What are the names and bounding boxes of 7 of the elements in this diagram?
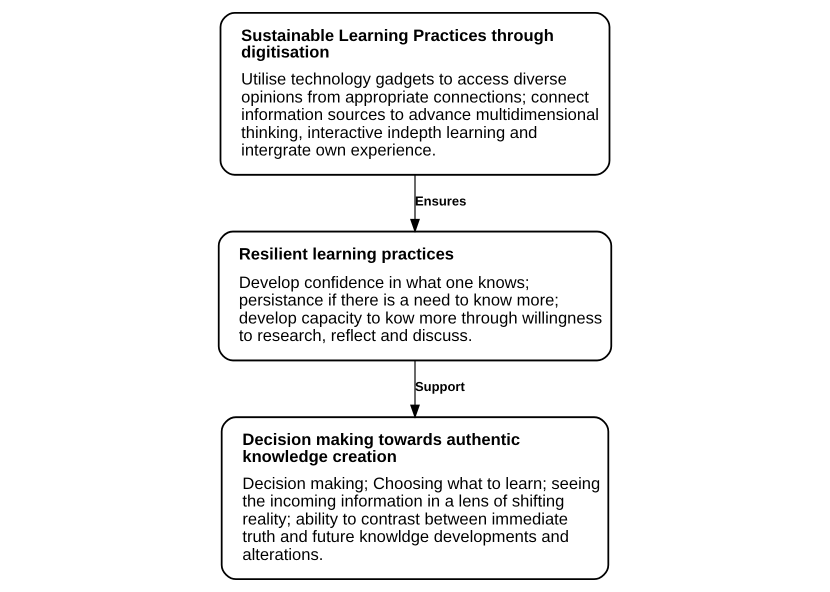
edge-label: Support bbox=[415, 378, 465, 394]
node-box: Decision making towards authentic knowledge creation Decision making; Choosing what to learn; seeing the incoming information in a lens of shifting reality; ability to contrast between immediate truth and future knowldge developments and alterations. bbox=[220, 416, 610, 580]
node-box: Sustainable Learning Practices through digitisation Utilise technology gadgets to access diverse opinions from appropriate connections; connect information sources to advance multidimensional thinking, interactive indepth learning and intergrate own experience. bbox=[220, 12, 610, 176]
arrow bbox=[410, 175, 420, 234]
edge-label: Ensures bbox=[415, 193, 466, 208]
arrow bbox=[410, 360, 420, 419]
node-box: Resilient learning practices Develop confidence in what one knows; persistance if there is a need to know more; develop capacity to kow more through willingness to research, reflect and discuss. bbox=[218, 230, 612, 362]
